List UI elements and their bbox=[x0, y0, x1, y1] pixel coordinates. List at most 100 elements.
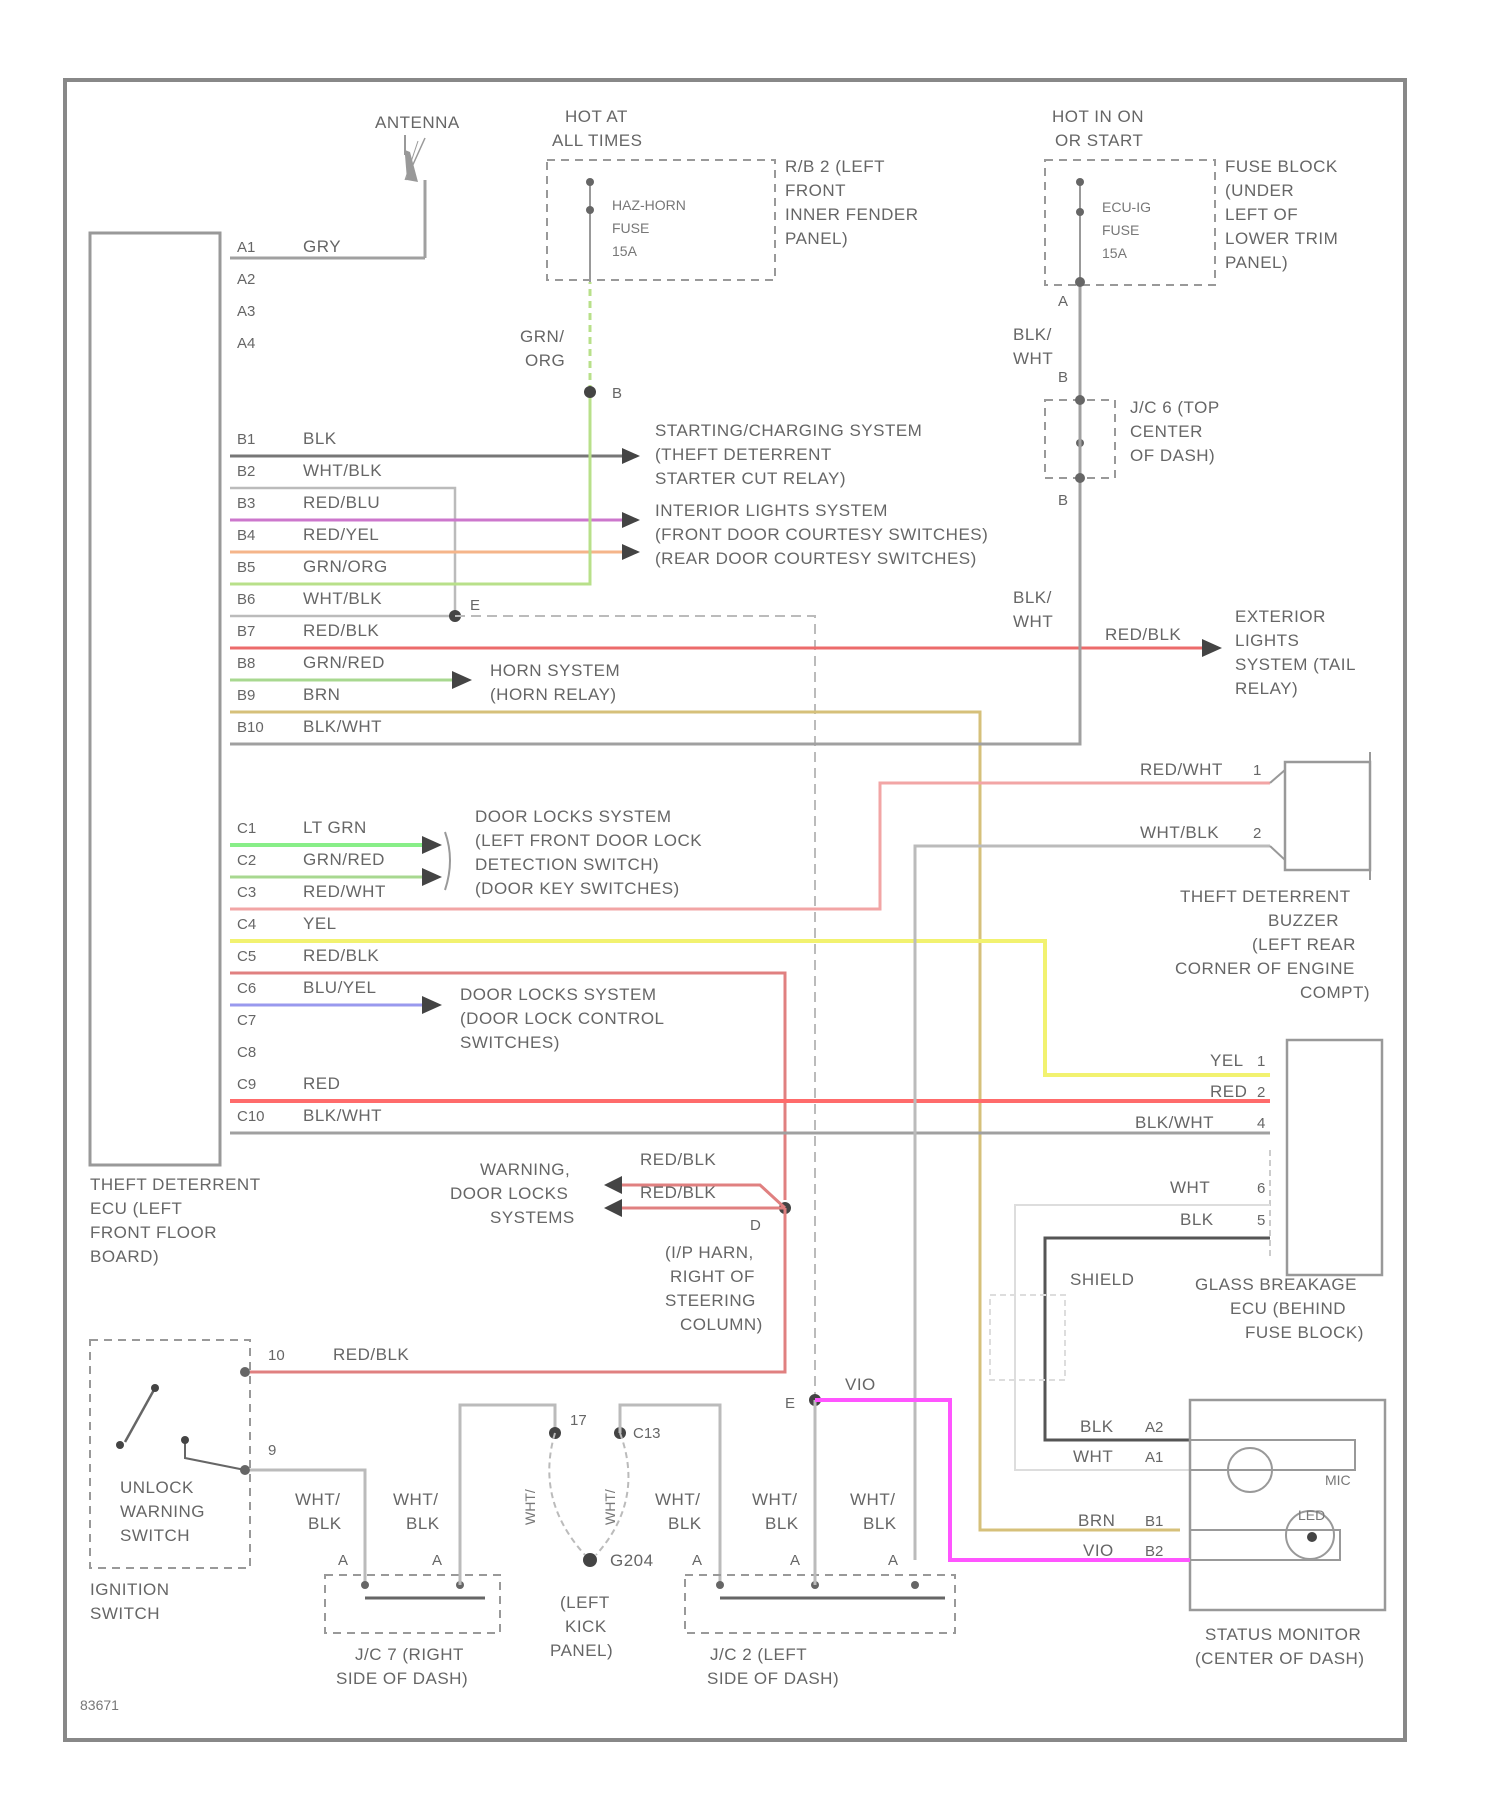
pin-c3: C3 bbox=[237, 884, 256, 901]
doorlock2-3: SWITCHES) bbox=[460, 1033, 560, 1052]
jc2-pin-e: E bbox=[785, 1395, 795, 1412]
ground-loc-2: KICK bbox=[565, 1617, 607, 1636]
pin-b9: B9 bbox=[237, 687, 255, 704]
jc2-w2-1: WHT/ bbox=[752, 1490, 797, 1509]
glass-name-3: FUSE BLOCK) bbox=[1245, 1323, 1364, 1342]
jc6-1: J/C 6 (TOP bbox=[1130, 398, 1220, 417]
status-wire-wht: WHT bbox=[1073, 1447, 1113, 1466]
system-callouts-b: STARTING/CHARGING SYSTEM (THEFT DETERREN… bbox=[490, 421, 1356, 704]
ground-pin-c13: C13 bbox=[633, 1425, 661, 1442]
ip-harn-2: RIGHT OF bbox=[670, 1267, 755, 1286]
ign-pin-10: 10 bbox=[268, 1347, 285, 1364]
exterior-1: EXTERIOR bbox=[1235, 607, 1326, 626]
warning-1: WARNING, bbox=[480, 1160, 570, 1179]
jc6-2: CENTER bbox=[1130, 422, 1203, 441]
hot-at-all-times-1: HOT AT bbox=[565, 107, 628, 126]
grnorg-2: ORG bbox=[525, 351, 565, 370]
pin-c8: C8 bbox=[237, 1044, 256, 1061]
pin-b1: B1 bbox=[237, 431, 255, 448]
blkwht-1: BLK/ bbox=[1013, 325, 1052, 344]
ecu-loc-4: LOWER TRIM bbox=[1225, 229, 1338, 248]
exterior-3: SYSTEM (TAIL bbox=[1235, 655, 1356, 674]
unlock-2: WARNING bbox=[120, 1502, 205, 1521]
haz-loc-1: R/B 2 (LEFT bbox=[785, 157, 885, 176]
wire-b1: BLK bbox=[303, 429, 337, 448]
ecu-loc-3: LEFT OF bbox=[1225, 205, 1298, 224]
wire-c5: RED/BLK bbox=[303, 946, 379, 965]
warning-3: SYSTEMS bbox=[490, 1208, 575, 1227]
buzzer-wire-2: WHT/BLK bbox=[1140, 823, 1219, 842]
unlock-3: SWITCH bbox=[120, 1526, 190, 1545]
wire-c4: YEL bbox=[303, 914, 337, 933]
wire-a1: GRY bbox=[303, 237, 341, 256]
exterior-2: LIGHTS bbox=[1235, 631, 1299, 650]
jc2-pin-a2: A bbox=[790, 1552, 800, 1569]
ground-wire-2: WHT/ bbox=[602, 1489, 618, 1525]
horn-1: HORN SYSTEM bbox=[490, 661, 620, 680]
interior-2: (FRONT DOOR COURTESY SWITCHES) bbox=[655, 525, 988, 544]
antenna-label: ANTENNA bbox=[375, 113, 460, 132]
status-wire-blk: BLK bbox=[1080, 1417, 1114, 1436]
ecu-name-1: THEFT DETERRENT bbox=[90, 1175, 261, 1194]
ground-pin-17: 17 bbox=[570, 1412, 587, 1429]
doorlock1-4: (DOOR KEY SWITCHES) bbox=[475, 879, 680, 898]
vio-label: VIO bbox=[845, 1375, 876, 1394]
ignition-2: SWITCH bbox=[90, 1604, 160, 1623]
ecu-ig-fuse: HOT IN ON OR START ECU-IG FUSE 15A FUSE … bbox=[1045, 107, 1338, 285]
wire-b8: GRN/RED bbox=[303, 653, 385, 672]
pin-a3: A3 bbox=[237, 303, 255, 320]
ground-wire-1: WHT/ bbox=[522, 1489, 538, 1525]
pin-a4: A4 bbox=[237, 335, 255, 352]
pin-b5: B5 bbox=[237, 559, 255, 576]
haz-loc-2: FRONT bbox=[785, 181, 846, 200]
grnorg-1: GRN/ bbox=[520, 327, 565, 346]
ecu-fuse-2: FUSE bbox=[1102, 222, 1139, 238]
buzzer-2: BUZZER bbox=[1268, 911, 1339, 930]
haz-fuse-3: 15A bbox=[612, 243, 638, 259]
jc6-pin-b-top: B bbox=[1058, 369, 1068, 386]
wire-b10: BLK/WHT bbox=[303, 717, 382, 736]
jc2-w1-1: WHT/ bbox=[655, 1490, 700, 1509]
hot-at-all-times-2: ALL TIMES bbox=[552, 131, 642, 150]
splice-b-label: B bbox=[612, 385, 622, 402]
ip-harn-4: COLUMN) bbox=[680, 1315, 763, 1334]
shield-label: SHIELD bbox=[1070, 1270, 1134, 1289]
glass-wire-wht: WHT bbox=[1170, 1178, 1210, 1197]
jc7-w1-2: BLK bbox=[308, 1514, 342, 1533]
wire-c1: LT GRN bbox=[303, 818, 367, 837]
jc6-pin-b-bot: B bbox=[1058, 492, 1068, 509]
pin-b10: B10 bbox=[237, 719, 264, 736]
doorlock2-2: (DOOR LOCK CONTROL bbox=[460, 1009, 665, 1028]
ecu-name-2: ECU (LEFT bbox=[90, 1199, 182, 1218]
status-wire-vio: VIO bbox=[1083, 1541, 1114, 1560]
pin-b2: B2 bbox=[237, 463, 255, 480]
wire-c2: GRN/RED bbox=[303, 850, 385, 869]
status-pin-b2: B2 bbox=[1145, 1543, 1163, 1560]
jc7-name-2: SIDE OF DASH) bbox=[336, 1669, 468, 1688]
wire-b3: RED/BLU bbox=[303, 493, 380, 512]
pin-b8: B8 bbox=[237, 655, 255, 672]
junction-connector-7: A A WHT/ BLK WHT/ BLK J/C 7 (RIGHT SIDE … bbox=[295, 1405, 555, 1688]
hot-in-on-2: OR START bbox=[1055, 131, 1143, 150]
pin-b4: B4 bbox=[237, 527, 255, 544]
ecu-loc-2: (UNDER bbox=[1225, 181, 1294, 200]
haz-loc-3: INNER FENDER bbox=[785, 205, 919, 224]
ground-loc-3: PANEL) bbox=[550, 1641, 613, 1660]
haz-fuse-1: HAZ-HORN bbox=[612, 197, 686, 213]
wire-b9: BRN bbox=[303, 685, 340, 704]
blkwht-4: WHT bbox=[1013, 612, 1053, 631]
wire-b7: RED/BLK bbox=[303, 621, 379, 640]
glass-wire-yel: YEL bbox=[1210, 1051, 1244, 1070]
warning-splice: D RED/BLK RED/BLK WARNING, DOOR LOCKS SY… bbox=[250, 1150, 791, 1372]
glass-name-1: GLASS BREAKAGE bbox=[1195, 1275, 1357, 1294]
unlock-1: UNLOCK bbox=[120, 1478, 194, 1497]
doorlock1-1: DOOR LOCKS SYSTEM bbox=[475, 807, 671, 826]
blkwht-3: BLK/ bbox=[1013, 588, 1052, 607]
wire-c6: BLU/YEL bbox=[303, 978, 376, 997]
hot-in-on-1: HOT IN ON bbox=[1052, 107, 1144, 126]
wire-c9: RED bbox=[303, 1074, 340, 1093]
ground-label: G204 bbox=[610, 1551, 654, 1570]
ecu-loc-5: PANEL) bbox=[1225, 253, 1288, 272]
figure-id: 83671 bbox=[80, 1697, 119, 1713]
